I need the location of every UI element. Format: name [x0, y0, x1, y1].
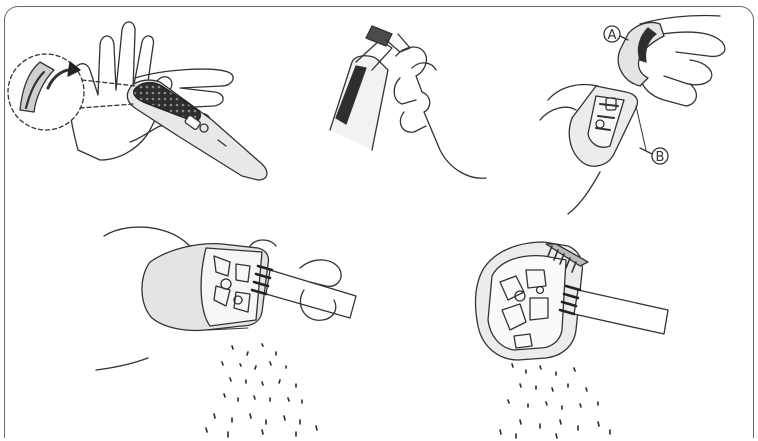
step-3-detach-head — [540, 15, 725, 214]
callout-label-a: A — [608, 28, 617, 43]
callout-label-b: B — [656, 150, 665, 165]
step-2-lift-comb — [330, 26, 486, 178]
step-1-remove-comb — [8, 22, 267, 180]
step-4-brush-head — [96, 227, 356, 370]
brush-icon — [574, 290, 668, 334]
hand-icon — [396, 47, 486, 178]
brush-icon — [266, 270, 356, 318]
step-5-brush-blade — [476, 242, 668, 360]
